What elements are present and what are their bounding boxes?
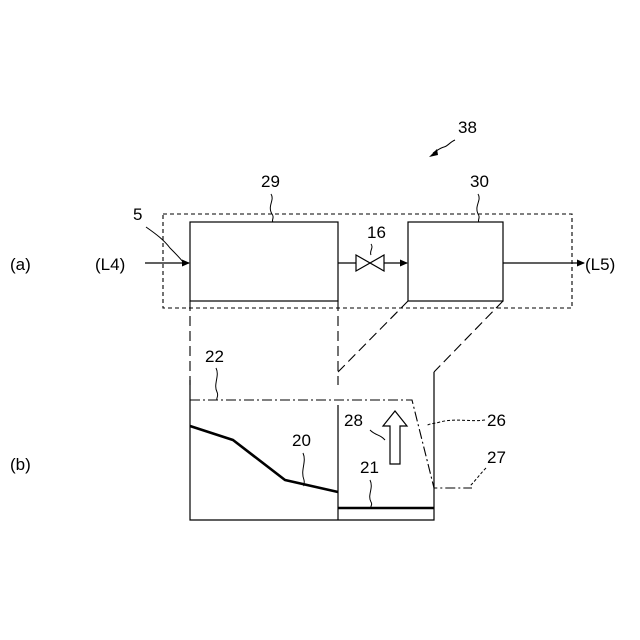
panel-label-b: (b) [10,455,31,474]
hollow-up-arrow-28-icon [383,411,407,464]
ref-21-label: 21 [360,458,379,477]
ref-38-arrowhead [429,149,438,157]
ref-26-label: 26 [487,411,506,430]
ref-5-label: 5 [133,205,142,224]
ref-27-leader [470,468,486,486]
unit-29-box [190,222,338,301]
ref-29-label: 29 [261,172,280,191]
ref-5-leader [146,227,183,262]
curve-20 [190,426,338,492]
ref-38-label: 38 [458,118,477,137]
input-stream-label: (L4) [95,255,125,274]
ref-16-label: 16 [367,223,386,242]
ref-30-label: 30 [470,172,489,191]
ref-30-leader [477,194,479,222]
ref-27-label: 27 [487,448,506,467]
ref-22-label: 22 [205,347,224,366]
ref-28-label: 28 [344,411,363,430]
ref-22-leader [216,368,218,400]
panel-label-a: (a) [10,255,31,274]
ref-26-leader [426,420,485,426]
ref-21-leader [370,480,372,508]
ref-29-leader [270,194,273,222]
ref-20-label: 20 [292,431,311,450]
ref-28-leader [370,430,385,440]
curve-22 [190,400,472,488]
ref-20-leader [303,453,305,486]
output-stream-label: (L5) [585,255,615,274]
unit-30-box [408,222,503,301]
projection-line-30-right [434,301,503,372]
ref-16-leader [371,244,372,255]
projection-line-30-left [338,301,408,372]
graph-frame [190,372,434,520]
valve-16-icon [356,255,384,271]
